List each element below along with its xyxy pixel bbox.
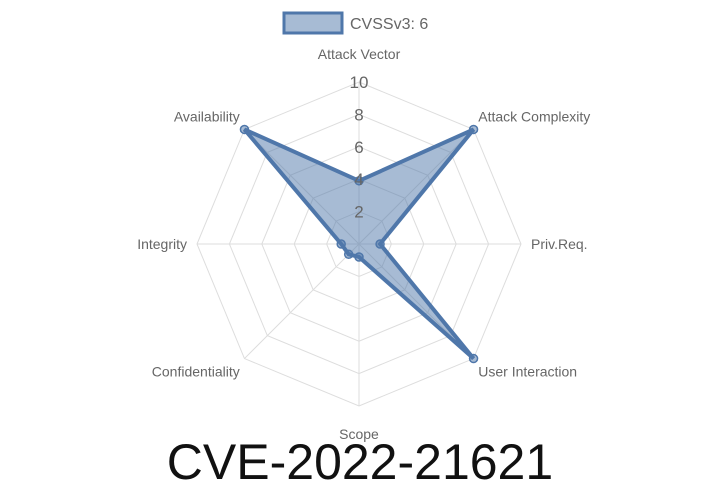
legend-swatch: [282, 11, 344, 35]
tick-label: 4: [354, 170, 363, 189]
axis-label: Priv.Req.: [531, 236, 588, 252]
grid-spoke: [244, 243, 360, 359]
data-point: [336, 239, 346, 249]
data-point: [354, 176, 364, 186]
axis-label: User Interaction: [478, 363, 577, 379]
legend-label: CVSSv3: 6: [350, 16, 428, 33]
data-point: [354, 252, 364, 262]
page-title: CVE-2022-21621: [166, 434, 554, 490]
axis-label: Scope: [339, 426, 379, 442]
axis-label: Attack Complexity: [478, 109, 590, 125]
tick-label: 10: [350, 73, 369, 92]
data-point: [375, 239, 385, 249]
tick-label: 2: [354, 203, 363, 222]
data-point: [239, 124, 250, 135]
axis-label: Attack Vector: [318, 46, 401, 62]
data-point: [468, 124, 479, 135]
data-point: [468, 353, 479, 364]
axis-label: Confidentiality: [152, 363, 240, 379]
data-point: [343, 249, 354, 260]
tick-label: 8: [354, 105, 363, 124]
radial-tick-labels: 2 4 6 8 10: [350, 73, 369, 222]
series-layer: [239, 124, 479, 364]
tick-label: 6: [354, 138, 363, 157]
axis-label: Integrity: [137, 236, 187, 252]
axis-label: Availability: [174, 109, 240, 125]
legend[interactable]: CVSSv3: 6: [282, 11, 428, 35]
